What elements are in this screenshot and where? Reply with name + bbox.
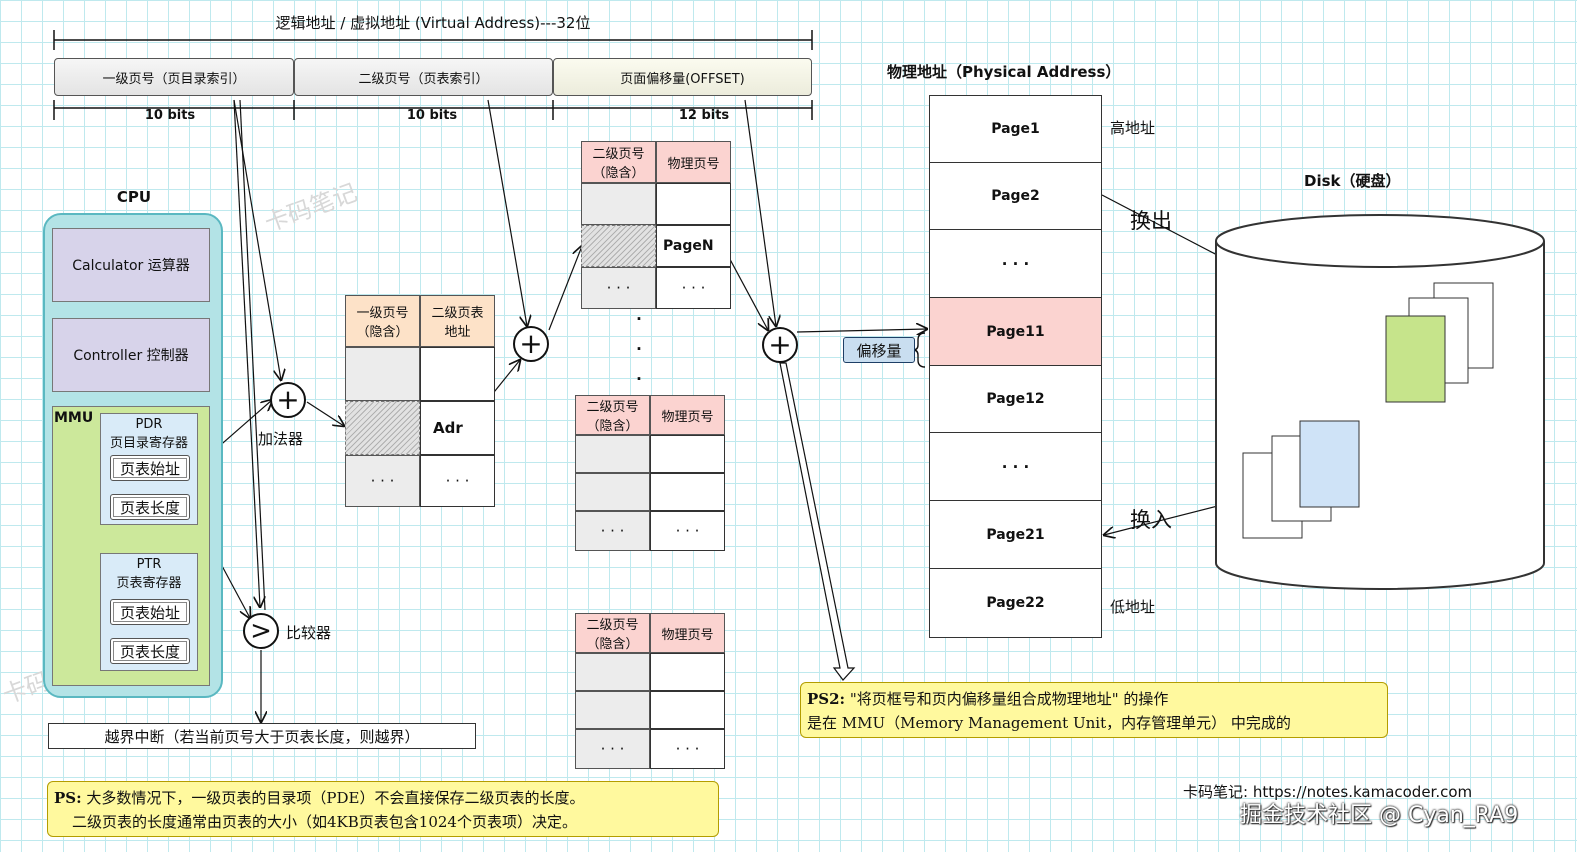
- adr-cell: Adr: [420, 401, 495, 455]
- page-frame: Page2: [929, 162, 1102, 230]
- footer-watermark: 掘金技术社区 @ Cyan_RA9: [1240, 803, 1519, 828]
- ps-note: PS: 大多数情况下，一级页表的目录项（PDE）不会直接保存二级页表的长度。 二…: [47, 781, 719, 837]
- comparator-circle: >: [243, 613, 279, 649]
- adder-label: 加法器: [258, 430, 304, 448]
- table-cell: [575, 435, 650, 473]
- page-frame: Page12: [929, 365, 1102, 433]
- table-ellipsis: · · ·: [656, 267, 731, 309]
- page-directory-table: 一级页号 （隐含） 二级页表 地址 Adr · · · · · ·: [345, 295, 495, 507]
- table-cell: [650, 435, 725, 473]
- offset-segment: 页面偏移量(OFFSET): [553, 58, 812, 96]
- pagen-cell: PageN: [656, 225, 731, 267]
- page-frame: Page1: [929, 95, 1102, 163]
- page-frame-highlighted: Page11: [929, 297, 1102, 366]
- offset-label: 偏移量: [843, 337, 915, 363]
- second-level-index-segment: 二级页号（页表索引）: [294, 58, 553, 96]
- second-level-table: 二级页号 （隐含） 物理页号 · · · · · ·: [575, 613, 725, 769]
- table-header: 物理页号: [656, 141, 731, 183]
- table-header: 二级页号 （隐含）: [581, 141, 656, 183]
- disk-title: Disk（硬盘）: [1304, 172, 1401, 190]
- table-cell-current: [581, 225, 656, 267]
- ps2-line1: "将页框号和页内偏移量组合成物理地址" 的操作: [845, 690, 1169, 708]
- ptr-subtitle: 页表寄存器: [116, 575, 182, 591]
- table-ellipsis: · · ·: [575, 511, 650, 551]
- ps2-prefix: PS2:: [807, 690, 846, 708]
- vertical-dot: ·: [636, 310, 642, 328]
- table-cell: [650, 473, 725, 511]
- table-header: 物理页号: [650, 613, 725, 653]
- ps-line2: 二级页表的长度通常由页表的大小（如4KB页表包含1024个页表项）决定。: [72, 813, 577, 831]
- ps-prefix: PS:: [54, 789, 82, 807]
- table-ellipsis: · · ·: [650, 729, 725, 769]
- pdr-table-length: 页表长度: [110, 494, 190, 520]
- high-address-label: 高地址: [1110, 119, 1156, 137]
- controller-unit: Controller 控制器: [52, 318, 210, 392]
- table-cell: [575, 653, 650, 691]
- table-cell: [650, 691, 725, 729]
- table-cell: [345, 347, 420, 401]
- ps2-note: PS2: "将页框号和页内偏移量组合成物理地址" 的操作 是在 MMU（Memo…: [800, 682, 1388, 738]
- second-level-table: 二级页号 （隐含） 物理页号 · · · · · ·: [575, 395, 725, 551]
- adder-circle-2: +: [513, 326, 549, 362]
- bits-label: 10 bits: [406, 107, 458, 123]
- table-ellipsis: · · ·: [581, 267, 656, 309]
- table-header: 二级页表 地址: [420, 295, 495, 347]
- pdr-base-address: 页表始址: [110, 455, 190, 481]
- table-cell-current: [345, 401, 420, 455]
- first-level-index-segment: 一级页号（页目录索引）: [54, 58, 294, 96]
- table-ellipsis: · · ·: [420, 455, 495, 507]
- pdr-subtitle: 页目录寄存器: [109, 435, 188, 451]
- footer-credit: 卡码笔记: https://notes.kamacoder.com: [1183, 783, 1473, 801]
- swap-in-label: 换入: [1130, 508, 1172, 532]
- ptr-title: PTR: [136, 556, 162, 572]
- adder-circle: +: [270, 382, 306, 418]
- second-level-table: 二级页号 （隐含） 物理页号 PageN · · · · · ·: [581, 141, 731, 309]
- page-frame: Page21: [929, 500, 1102, 569]
- ptr-table-length: 页表长度: [110, 638, 190, 664]
- cpu-title: CPU: [116, 188, 152, 206]
- table-cell: [575, 473, 650, 511]
- mmu-label: MMU: [54, 410, 94, 426]
- ptr-base-address: 页表始址: [110, 599, 190, 625]
- bits-label: 10 bits: [144, 107, 196, 123]
- physical-memory: Page1 Page2 · · · Page11 Page12 · · · Pa…: [929, 95, 1102, 638]
- ps-line1: 大多数情况下，一级页表的目录项（PDE）不会直接保存二级页表的长度。: [81, 789, 585, 807]
- table-cell: [581, 183, 656, 225]
- bits-label: 12 bits: [678, 107, 730, 123]
- low-address-label: 低地址: [1110, 598, 1156, 616]
- page-frame: · · ·: [929, 229, 1102, 298]
- pdr-title: PDR: [135, 416, 163, 432]
- table-ellipsis: · · ·: [650, 511, 725, 551]
- vertical-dot: ·: [636, 340, 642, 358]
- table-ellipsis: · · ·: [575, 729, 650, 769]
- table-cell: [656, 183, 731, 225]
- vertical-dot: ·: [636, 370, 642, 388]
- disk-icon: [1215, 214, 1545, 590]
- page-frame: Page22: [929, 568, 1102, 638]
- adder-circle-3: +: [762, 327, 798, 363]
- virtual-address-title: 逻辑地址 / 虚拟地址 (Virtual Address)---32位: [275, 13, 591, 32]
- swap-out-label: 换出: [1130, 209, 1172, 233]
- table-header: 物理页号: [650, 395, 725, 435]
- overflow-interrupt-box: 越界中断（若当前页号大于页表长度，则越界）: [48, 723, 476, 749]
- page-frame: · · ·: [929, 432, 1102, 501]
- table-ellipsis: · · ·: [345, 455, 420, 507]
- table-cell: [575, 691, 650, 729]
- table-header: 二级页号 （隐含）: [575, 395, 650, 435]
- table-header: 二级页号 （隐含）: [575, 613, 650, 653]
- ps2-line2: 是在 MMU（Memory Management Unit，内存管理单元） 中完…: [807, 714, 1291, 732]
- table-header: 一级页号 （隐含）: [345, 295, 420, 347]
- comparator-label: 比较器: [286, 624, 332, 642]
- calculator-unit: Calculator 运算器: [52, 228, 210, 302]
- table-cell: [420, 347, 495, 401]
- table-cell: [650, 653, 725, 691]
- physical-address-title: 物理地址（Physical Address）: [887, 63, 1121, 81]
